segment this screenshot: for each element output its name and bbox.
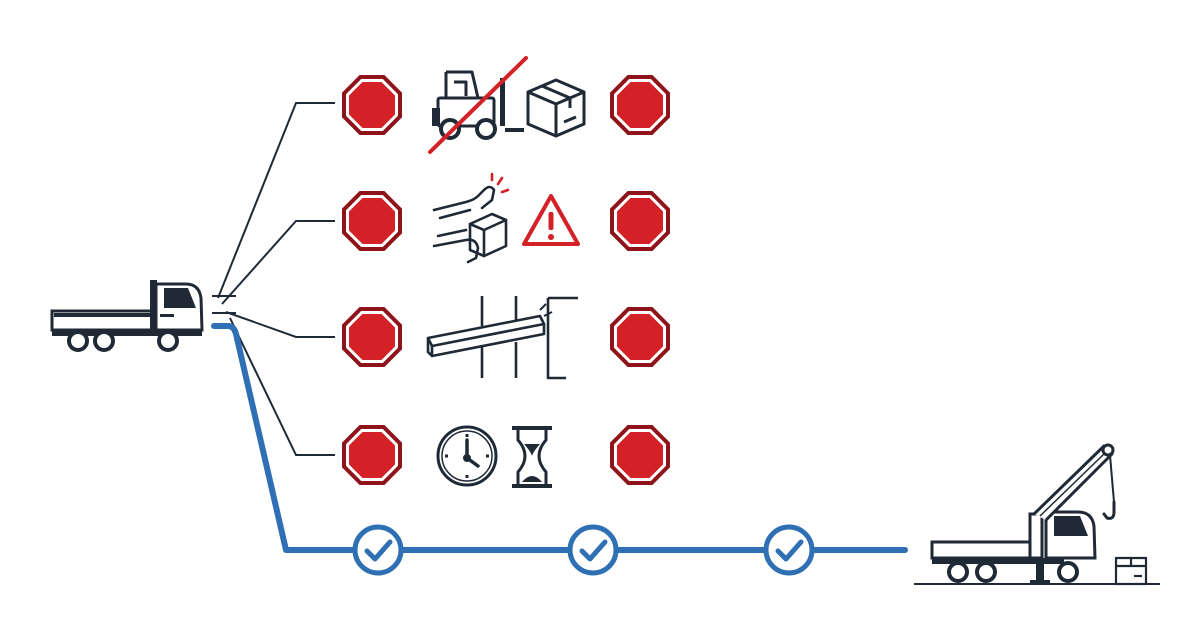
branch-lines [212,102,335,456]
branch-line-1 [217,102,335,299]
stop-sign-icon [342,191,402,251]
long-beam-obstruction-icon [426,296,578,380]
stop-sign-icon [342,307,402,367]
clock-icon [436,425,498,487]
checkmark-circle-icon [355,527,401,573]
crane-truck-icon [914,443,1160,585]
stop-sign-icon [342,425,402,485]
branch-line-4 [229,317,335,456]
stop-sign-icon [342,75,402,135]
no-forklift-icon [428,56,528,154]
branch-line-2 [221,220,335,305]
stop-sign-icon [610,425,670,485]
checkmark-circle-icon [570,527,616,573]
stop-signs-left [342,75,402,485]
branch-line-3 [225,311,335,338]
flatbed-truck-icon [50,280,204,352]
cardboard-box-icon [526,78,586,138]
cardboard-box-icon [1114,556,1148,586]
stop-signs-right [610,75,670,485]
warning-triangle-icon [522,194,580,246]
stop-sign-icon [610,191,670,251]
stop-sign-icon [610,307,670,367]
successful-route-line [211,323,908,553]
checkmark-circle-icon [766,527,812,573]
manual-lifting-icon [432,172,510,264]
hourglass-icon [512,426,552,488]
stop-sign-icon [610,75,670,135]
